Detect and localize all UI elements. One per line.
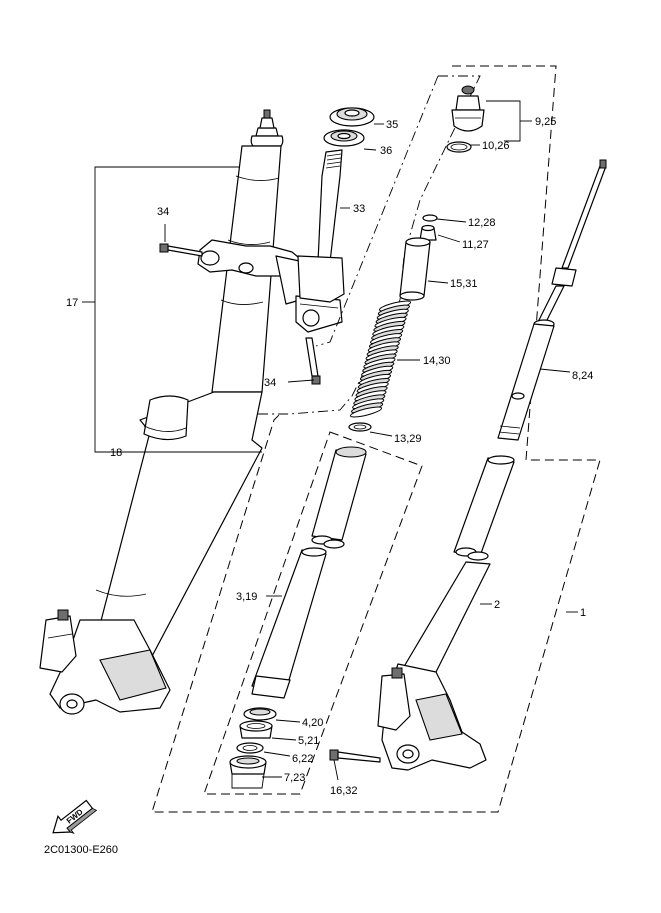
- callout-14-30: 14,30: [423, 355, 451, 367]
- damper-rod-8: [497, 159, 607, 441]
- callout-35: 35: [386, 119, 398, 131]
- callout-1: 1: [580, 607, 586, 619]
- bearing-35: [329, 107, 375, 127]
- callout-16-32: 16,32: [330, 785, 358, 797]
- bolt-16: [329, 749, 381, 763]
- callout-33: 33: [353, 203, 365, 215]
- washer-13: [348, 422, 372, 432]
- o-ring-10: [446, 141, 472, 153]
- collar-11: [419, 224, 437, 241]
- callout-18: 18: [110, 447, 122, 459]
- washer-12: [422, 214, 438, 222]
- callout-5-21: 5,21: [298, 735, 319, 747]
- bushing-5: [239, 720, 273, 739]
- assembled-fork-leg: [39, 109, 343, 715]
- callout-7-23: 7,23: [284, 772, 305, 784]
- outer-tube-kit-boundary: [203, 431, 423, 795]
- inner-tube-3: [311, 446, 367, 549]
- washer-6: [236, 742, 264, 754]
- outer-tube-2: [377, 561, 491, 771]
- callout-9-25: 9,25: [535, 116, 556, 128]
- callout-2: 2: [494, 599, 500, 611]
- spring-14: [349, 300, 412, 418]
- callout-10-26: 10,26: [482, 140, 510, 152]
- callout-17: 17: [66, 297, 78, 309]
- callout-11-27: 11,27: [462, 239, 489, 251]
- callout-3-19: 3,19: [236, 591, 257, 603]
- fwd-arrow-icon: FWD: [52, 799, 98, 834]
- cap-bolt-9: [451, 85, 485, 132]
- callout-8-24: 8,24: [572, 370, 593, 382]
- callout-4-20: 4,20: [302, 717, 323, 729]
- steering-stem-33: [297, 149, 345, 303]
- pinch-bolt-upper: [159, 243, 203, 257]
- callout-6-22: 6,22: [292, 753, 313, 765]
- callout-34-upper: 34: [157, 206, 169, 218]
- pinch-bolt-lower: [305, 337, 321, 385]
- diagram-code: 2C01300-E260: [44, 844, 118, 856]
- outer-tube-3: [251, 547, 327, 699]
- callout-labels: 35 36 33 34 34 17 18 9,25 10,26 12,28 11…: [66, 116, 593, 797]
- fork-assembly-boundary: [151, 65, 601, 813]
- leader-lines: [82, 100, 578, 789]
- spacer-15: [399, 237, 431, 301]
- dust-seal-7: [229, 755, 267, 775]
- callout-13-29: 13,29: [394, 433, 422, 445]
- spring-coil: [349, 406, 383, 418]
- callout-34-lower: 34: [264, 377, 276, 389]
- inner-tube-2: [453, 455, 515, 561]
- seal-4: [243, 707, 277, 721]
- bearing-36: [323, 129, 365, 147]
- callout-15-31: 15,31: [450, 278, 478, 290]
- callout-12-28: 12,28: [468, 217, 496, 229]
- callout-36: 36: [380, 145, 392, 157]
